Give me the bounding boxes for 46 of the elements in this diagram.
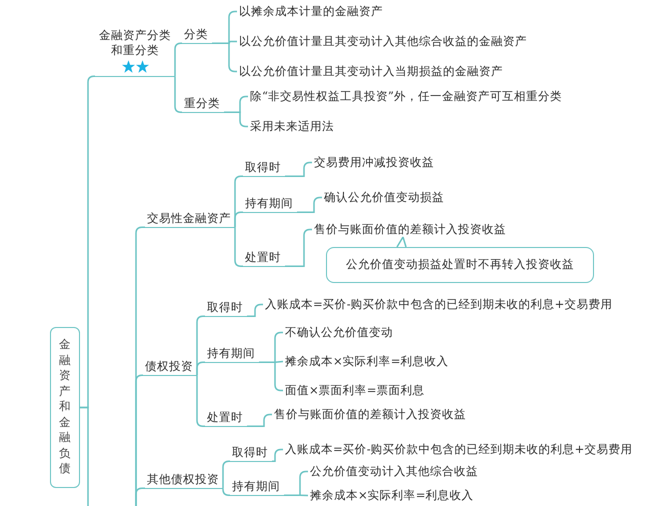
leaf-text: 摊余成本×实际利率=利息收入 [283, 354, 450, 369]
branch-label: 持有期间 [230, 479, 284, 496]
connector-line [285, 162, 312, 177]
branch-label: 债权投资 [143, 359, 197, 376]
leaf-text: 售价与账面价值的差额计入投资收益 [272, 407, 468, 422]
connector-line [247, 304, 263, 317]
connector-line [135, 488, 145, 506]
branch-label: 分类 [182, 27, 212, 44]
branch-label: 持有期间 [205, 346, 259, 363]
leaf-text: 以摊余成本计量的金融资产 [237, 4, 385, 19]
leaf-text: 入账成本=买价-购买价款中包含的已经到期未收的利息+交易费用 [263, 297, 614, 312]
leaf-text: 公允价值变动计入其他综合收益 [308, 464, 480, 479]
branch-label [95, 28, 175, 77]
leaf-text: 不确认公允价值变动 [283, 325, 395, 340]
leaf-text: 面值×票面利率=票面利息 [283, 383, 426, 398]
leaf-text: 以公允价值计量且其变动计入其他综合收益的金融资产 [237, 34, 529, 49]
connector-line [234, 212, 243, 228]
branch-label: 处置时 [243, 250, 285, 267]
leaf-text: 入账成本=买价-购买价款中包含的已经到期未收的利息+交易费用 [283, 442, 634, 457]
connector-line [285, 228, 312, 267]
root-box: 金融资产和金融负债 [50, 327, 80, 488]
branch-label: 其他债权投资 [145, 472, 223, 489]
connector-line [247, 414, 272, 427]
leaf-text: 摊余成本×实际利率=利息收入 [308, 488, 476, 503]
callout-pointer [396, 236, 407, 248]
leaf-text: 除“非交易性权益工具投资”外，任一金融资产可互相重分类 [248, 89, 564, 104]
branch-label: 取得时 [230, 445, 272, 462]
leaf-text: 售价与账面价值的差额计入投资收益 [312, 222, 508, 237]
branch-label: 重分类 [182, 96, 224, 113]
branch-title: 金融资产分类和重分类 [98, 28, 172, 58]
connector-line [196, 362, 205, 376]
branch-label: 处置时 [205, 410, 247, 427]
branch-label: 持有期间 [243, 196, 297, 213]
leaf-text: 采用未来适用法 [248, 119, 336, 134]
branch-label: 交易性金融资产 [145, 211, 235, 228]
connector-line [222, 488, 230, 496]
connector-line [284, 494, 308, 496]
callout-box: 公允价值变动损益处置时不再转入投资收益 [326, 247, 594, 283]
leaf-text: 以公允价值计量且其变动计入当期损益的金融资产 [237, 64, 505, 79]
branch-label: 取得时 [205, 300, 247, 317]
connector-line [80, 406, 89, 506]
connector-line [272, 448, 283, 462]
leaf-text: 交易费用冲减投资收益 [312, 155, 436, 170]
branch-label: 取得时 [243, 160, 285, 177]
connector-line [297, 196, 322, 213]
leaf-text: 确认公允价值变动损益 [322, 190, 446, 205]
